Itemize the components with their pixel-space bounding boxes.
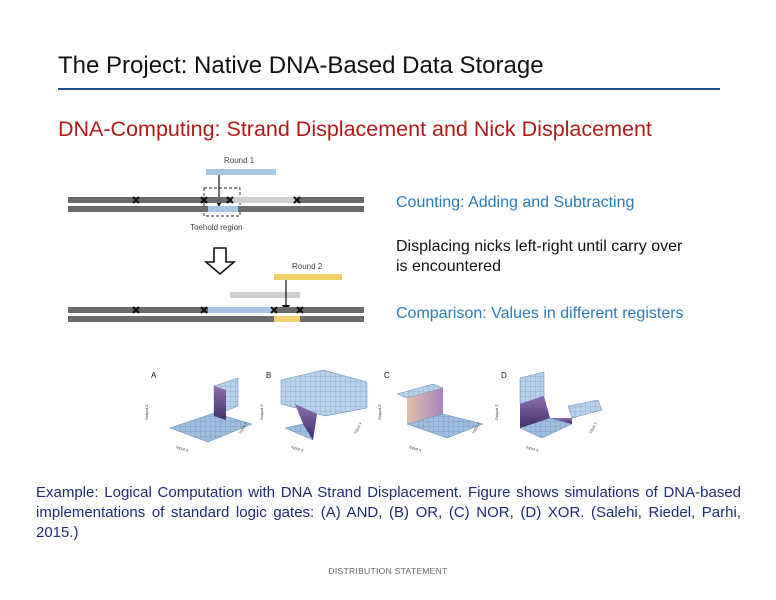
duplex2-bottom-strand	[68, 316, 364, 322]
round1-strand	[206, 169, 276, 175]
gate-panel-d: D Output Z Input X Input Y	[494, 371, 603, 453]
bullet-displacing-line2: is encountered	[396, 258, 501, 275]
gate-panel-b: B Output Z Input X Input Y	[259, 369, 368, 453]
axis-x-label-d: Input X	[526, 444, 540, 453]
bullet-counting: Counting: Adding and Subtracting	[396, 194, 635, 211]
bullet-displacing: Displacing nicks left-right until carry …	[396, 237, 682, 277]
toehold-label: Toehold region	[190, 223, 242, 232]
gate-panel-a: A Output Z Input X Input Y	[144, 371, 253, 453]
panel-label-a: A	[151, 371, 157, 380]
down-arrow-icon	[203, 247, 237, 276]
gate-panel-c: C Output Z Input X Input Y	[377, 371, 484, 453]
axis-x-label-c: Input X	[409, 444, 423, 453]
axis-z-label-b: Output Z	[259, 404, 264, 420]
distribution-statement: DISTRIBUTION STATEMENT	[328, 566, 448, 576]
strand-displacement-diagram: Round 1 Toehold region Round 2	[68, 156, 364, 322]
toehold-segment	[208, 206, 238, 212]
bullet-displacing-line1: Displacing nicks left-right until carry …	[396, 238, 683, 255]
round2-label: Round 2	[292, 262, 323, 271]
bound-round1-segment	[208, 307, 274, 313]
axis-y-label-c: Input Y	[471, 421, 482, 435]
displaced-strand-round2	[230, 292, 300, 298]
bullet-comparison: Comparison: Values in different register…	[396, 305, 684, 322]
axis-z-label-d: Output Z	[494, 404, 499, 420]
duplex-top-strand	[68, 197, 364, 203]
slide-subtitle: DNA-Computing: Strand Displacement and N…	[58, 117, 652, 141]
axis-y-label-b: Input Y	[353, 421, 364, 435]
panel-label-c: C	[384, 371, 390, 380]
figure-caption: Example: Logical Computation with DNA St…	[36, 484, 741, 541]
axis-x-label-b: Input X	[291, 444, 305, 453]
axis-y-label-a: Input Y	[238, 421, 249, 435]
axis-z-label-a: Output Z	[144, 404, 149, 420]
round2-strand	[274, 274, 342, 280]
bound-round2-segment	[274, 316, 300, 322]
panel-label-b: B	[266, 371, 271, 380]
panel-label-d: D	[501, 371, 507, 380]
displaced-strand	[230, 197, 297, 203]
logic-gate-surface-plots: A Output Z Input X Input Y B Output Z In…	[144, 369, 603, 453]
nick-markers-top	[132, 196, 301, 204]
round1-label: Round 1	[224, 156, 255, 165]
slide-title: The Project: Native DNA-Based Data Stora…	[58, 52, 544, 79]
axis-x-label-a: Input X	[176, 444, 190, 453]
nick-markers-bottom	[132, 306, 304, 314]
axis-z-label-c: Output Z	[377, 404, 382, 420]
title-divider	[58, 88, 720, 90]
axis-y-label-d: Input Y	[588, 421, 599, 435]
